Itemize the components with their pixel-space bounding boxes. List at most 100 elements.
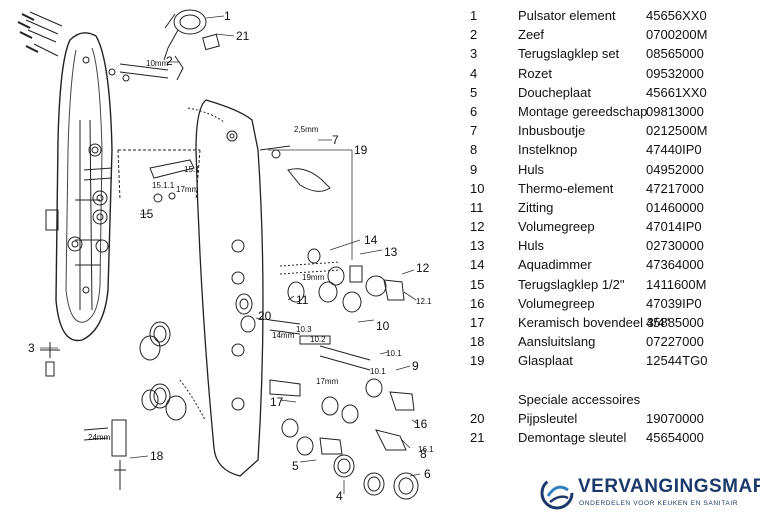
part-number: 15 (470, 276, 485, 292)
part-number: 21 (470, 429, 485, 445)
parts-row: 14 Aquadimmer 47364000 (470, 255, 760, 274)
part-name: Huls (518, 238, 545, 254)
part-number: 16 (470, 295, 485, 311)
callout-12: 12 (416, 261, 430, 275)
callout-15-1: 15.1 (184, 165, 200, 174)
callout-13: 13 (384, 245, 398, 259)
callout-17: 17 (270, 395, 284, 409)
parts-row: 2 Zeef 0700200M (470, 25, 760, 44)
exploded-parts-diagram: 1 2 21 7 19 15 3 18 14 13 12 11 20 10 9 … (17, 9, 434, 503)
dim-24mm: 24mm (88, 433, 111, 442)
part-code: 0700200M (646, 27, 708, 43)
part-name: Zitting (518, 199, 554, 215)
parts-row: 17 Keramisch bovendeel 3/4"45885000 (470, 313, 760, 332)
callout-20: 20 (258, 309, 272, 323)
part-code: 01460000 (646, 199, 704, 215)
callout-1: 1 (224, 9, 231, 23)
part-number: 12 (470, 219, 485, 235)
callout-18: 18 (150, 449, 164, 463)
dim-2-5mm: 2,5mm (294, 125, 319, 134)
part-number: 4 (470, 65, 478, 81)
part-code: 47014IP0 (646, 219, 702, 235)
part-code: 08565000 (646, 46, 704, 62)
part-name: Terugslagklep set (518, 46, 620, 62)
part-code: 1411600M (646, 276, 707, 292)
part-code: 12544TG0 (646, 353, 708, 369)
callout-10-2: 10.2 (310, 335, 326, 344)
part-code: 02730000 (646, 238, 704, 254)
callout-4: 4 (336, 489, 343, 503)
part-code: 0212500M (646, 123, 708, 139)
part-number: 11 (470, 199, 484, 215)
part-name: Volumegreep (518, 295, 595, 311)
part-name: Aquadimmer (518, 257, 592, 273)
callout-6: 6 (424, 467, 431, 481)
part-code: 09813000 (646, 103, 704, 119)
callout-5: 5 (292, 459, 299, 473)
part-number: 18 (470, 334, 485, 350)
part-name: Demontage sleutel (518, 429, 627, 445)
part-name: Huls (518, 161, 545, 177)
part-code: 45656XX0 (646, 8, 707, 23)
callout-7: 7 (332, 133, 339, 147)
callout-8: 8 (420, 447, 427, 461)
part-name: Terugslagklep 1/2" (518, 276, 625, 292)
callout-14: 14 (364, 233, 378, 247)
part-name: Doucheplaat (518, 84, 591, 100)
part-code: 45661XX0 (646, 84, 707, 100)
part-number: 3 (470, 46, 478, 62)
callout-3: 3 (28, 341, 35, 355)
part-code: 45885000 (646, 315, 704, 330)
parts-row: 19 Glasplaat 12544TG0 (470, 351, 760, 370)
part-name: Pulsator element (518, 8, 616, 23)
callout-19: 19 (354, 143, 368, 157)
callout-16: 16 (414, 417, 428, 431)
part-name: Zeef (518, 27, 545, 43)
part-code: 45654000 (646, 429, 704, 445)
callout-10-1: 10.1 (386, 349, 402, 358)
part-number: 19 (470, 353, 485, 369)
parts-row: 21 Demontage sleutel 45654000 (470, 428, 760, 447)
part-number: 14 (470, 257, 485, 273)
part-code: 47364000 (646, 257, 704, 273)
callout-15-1-1: 15.1.1 (152, 181, 175, 190)
part-number: 1 (470, 8, 478, 23)
part-number: 5 (470, 84, 478, 100)
dim-14mm: 14mm (272, 331, 295, 340)
callout-9: 9 (412, 359, 419, 373)
callout-12-1: 12.1 (416, 297, 432, 306)
brand-name-part2: MARKT (722, 476, 760, 497)
callout-10-3: 10.3 (296, 325, 312, 334)
callout-2: 2 (166, 54, 173, 68)
part-number: 2 (470, 27, 478, 43)
part-name: Keramisch bovendeel 3/4" (518, 315, 670, 330)
parts-row: 11 Zitting 01460000 (470, 198, 760, 217)
part-number: 17 (470, 315, 485, 330)
part-name: Montage gereedschap (518, 103, 648, 119)
glass-plate (195, 99, 264, 477)
parts-row: 3 Terugslagklep set 08565000 (470, 44, 760, 63)
part-name: Glasplaat (518, 353, 573, 369)
part-code: 47440IP0 (646, 142, 702, 158)
part-code: 47039IP0 (646, 295, 702, 311)
part-name: Aansluitslang (518, 334, 596, 350)
dim-17mm: 17mm (176, 185, 199, 194)
parts-row: 1 Pulsator element 45656XX0 (470, 6, 760, 25)
part-code: 09532000 (646, 65, 704, 81)
callout-11: 11 (296, 293, 309, 307)
part-number: 10 (470, 180, 485, 196)
callout-15: 15 (140, 207, 154, 221)
part-number: 7 (470, 123, 478, 139)
shower-column-body (55, 32, 113, 342)
part-code: 47217000 (646, 180, 704, 196)
callout-10-1b: 10.1 (370, 367, 386, 376)
callout-16-1: 16.1 (418, 445, 434, 454)
parts-row: 15 Terugslagklep 1/2" 1411600M (470, 275, 760, 294)
